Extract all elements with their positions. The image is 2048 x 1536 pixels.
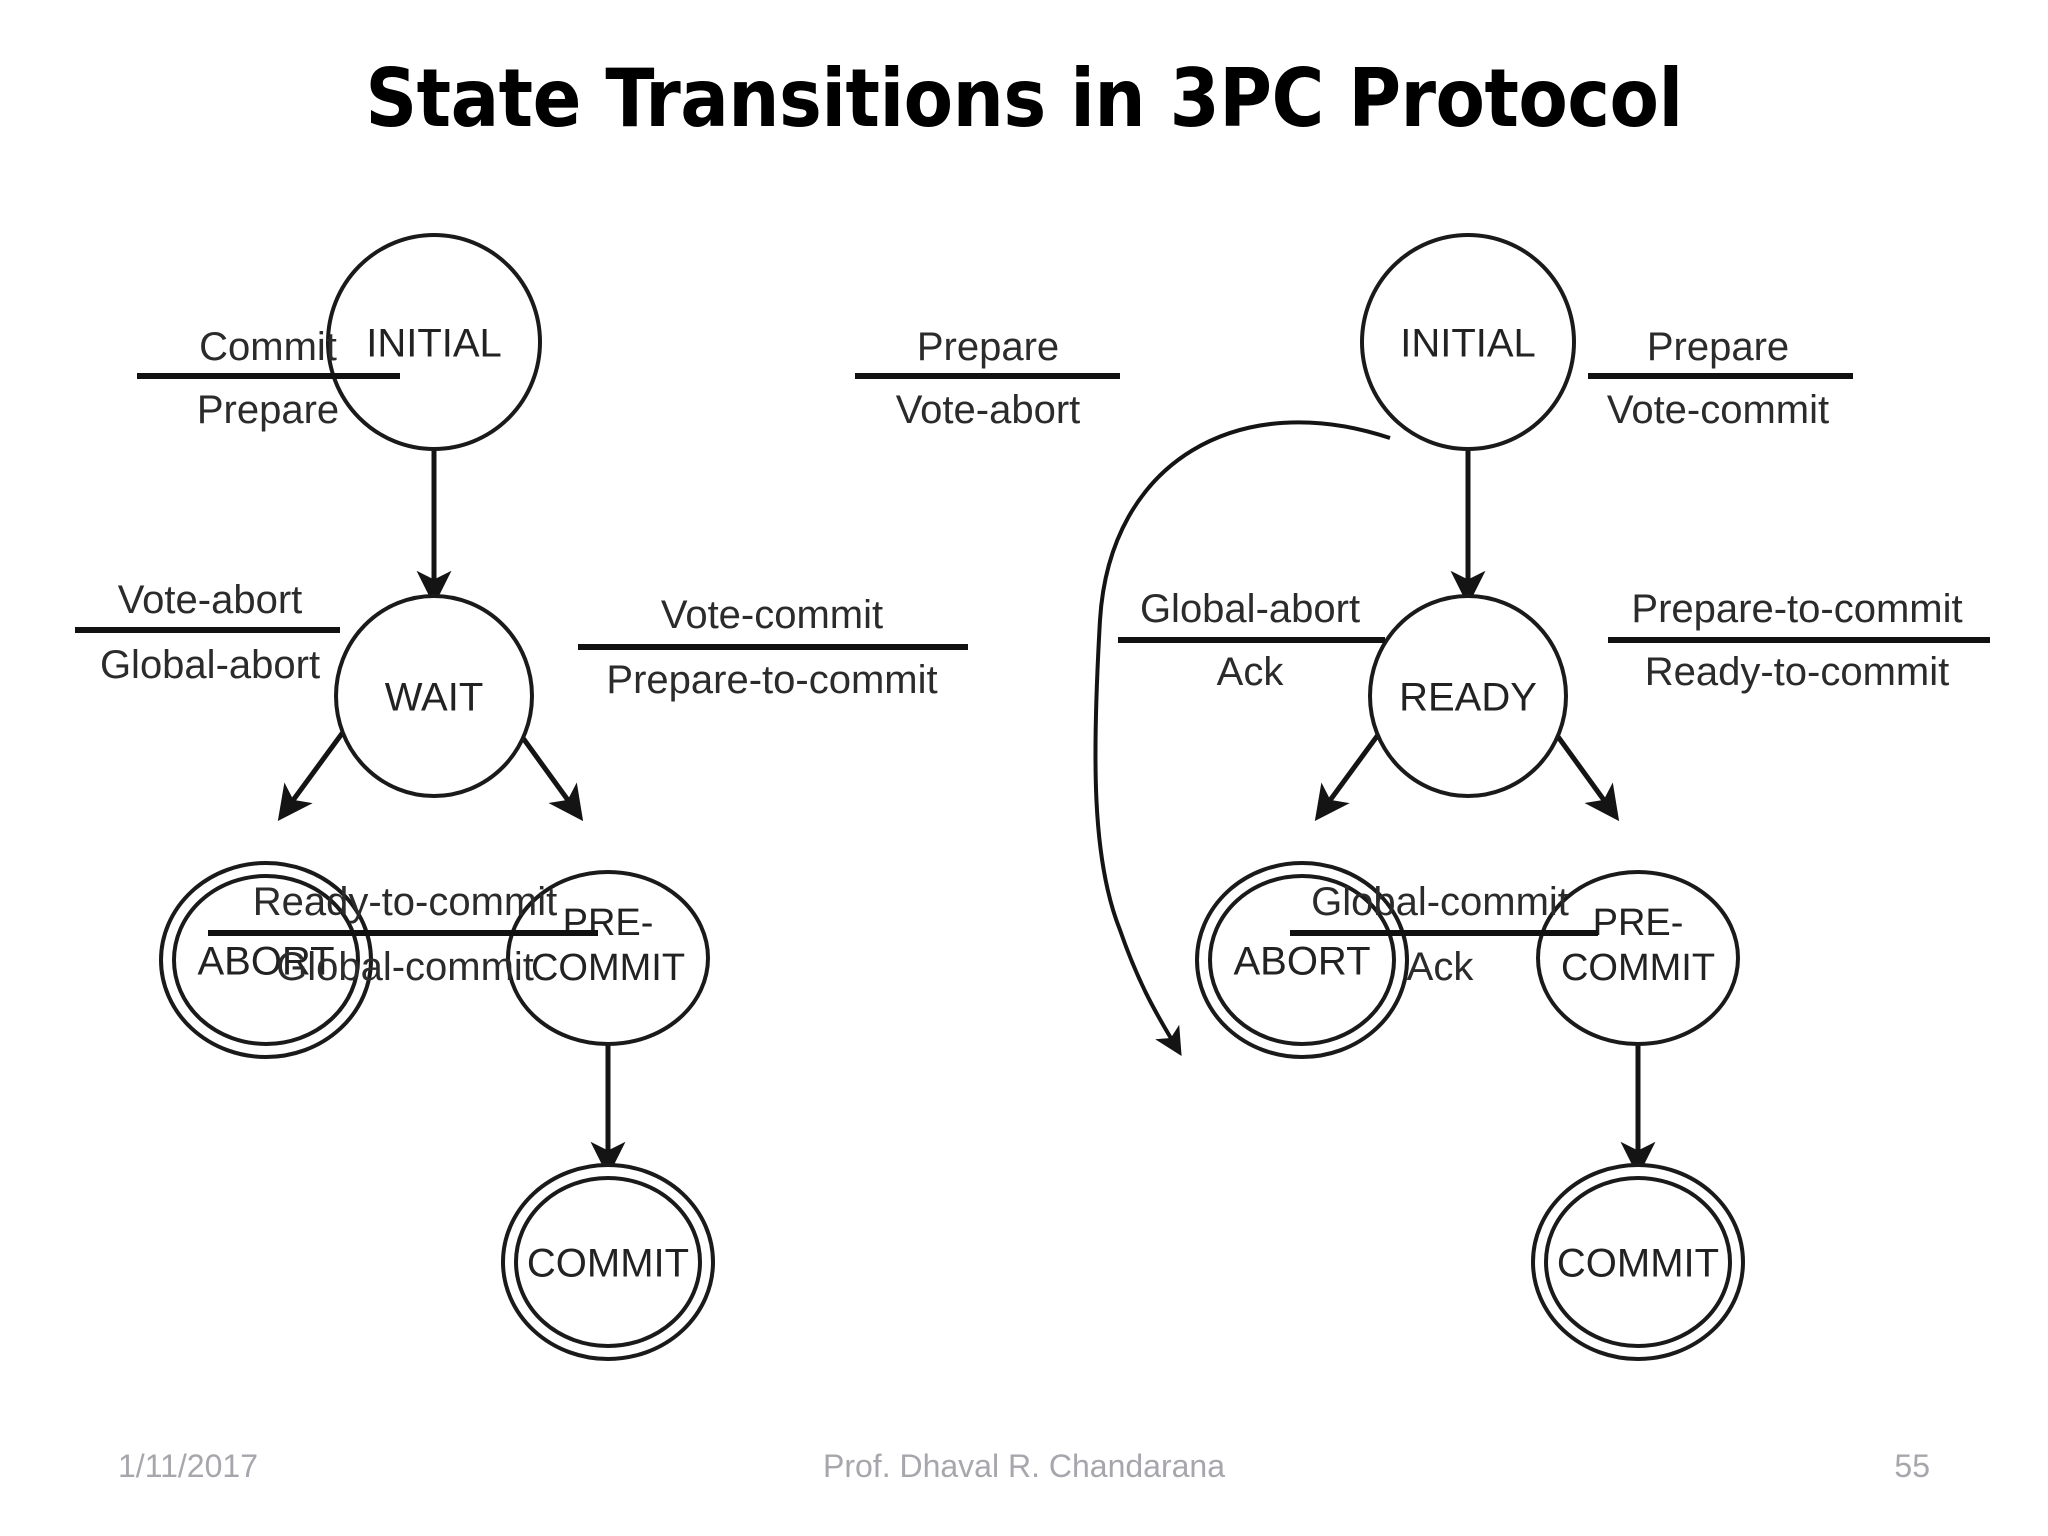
page-title: State Transitions in 3PC Protocol [365, 52, 1683, 145]
edge-label-bottom: Prepare [197, 388, 339, 432]
state-label-abort: ABORT [1233, 940, 1370, 984]
edge-label-globalcommit-ack: Global-commit Ack [1290, 880, 1598, 989]
edge-label-top: Ready-to-commit [253, 880, 558, 924]
state-label-abort: ABORT [197, 940, 334, 984]
footer-date: 1/11/2017 [118, 1448, 258, 1484]
state-label-precommit-line1: PRE- [563, 902, 654, 944]
edge-label-commit-prepare: Commit Prepare [137, 325, 400, 432]
edge-label-bottom: Vote-abort [896, 388, 1081, 432]
edge-label-bottom: Ack [1407, 945, 1475, 989]
state-node-ready[interactable]: READY [1368, 594, 1568, 798]
footer-author: Prof. Dhaval R. Chandarana [823, 1448, 1225, 1484]
edge-label-bottom: Global-commit [276, 945, 534, 989]
footer-page-number: 55 [1894, 1448, 1930, 1484]
edge-label-top: Global-commit [1311, 880, 1569, 924]
edge-label-top: Global-abort [1140, 587, 1360, 631]
state-node-abort-coordinator[interactable]: ABORT [159, 861, 373, 1059]
edge-label-bottom: Ready-to-commit [1645, 650, 1950, 694]
state-node-precommit-coordinator[interactable]: PRE- COMMIT [506, 870, 710, 1046]
edge-label-top: Vote-abort [118, 578, 303, 622]
state-node-abort-participant[interactable]: ABORT [1195, 861, 1409, 1059]
edge-label-bottom: Global-abort [100, 643, 320, 687]
edge-label-voteabort-globalabort: Vote-abort Global-abort [75, 578, 340, 687]
state-node-wait[interactable]: WAIT [334, 594, 534, 798]
edge-label-globalabort-ack: Global-abort Ack [1118, 587, 1385, 694]
slide-footer: 1/11/2017 Prof. Dhaval R. Chandarana 55 [0, 1448, 2048, 1518]
state-node-initial-participant[interactable]: INITIAL [1360, 233, 1576, 451]
state-label-wait: WAIT [385, 676, 484, 720]
state-label-precommit-line2: COMMIT [1561, 947, 1715, 989]
edge-label-preparetocommit-readytocommit: Prepare-to-commit Ready-to-commit [1608, 587, 1990, 694]
edge-label-top: Prepare [1647, 325, 1789, 369]
state-label-precommit-line2: COMMIT [531, 947, 685, 989]
edge-label-votecommit-preparetocommit: Vote-commit Prepare-to-commit [578, 593, 968, 702]
participant-diagram: INITIAL READY ABORT PRE- COMMIT [855, 233, 1990, 1361]
edge-label-prepare-voteabort: Prepare Vote-abort [855, 325, 1120, 432]
state-label-ready: READY [1399, 676, 1537, 720]
state-label-precommit-line1: PRE- [1593, 902, 1684, 944]
state-label-initial: INITIAL [1400, 322, 1536, 366]
state-node-precommit-participant[interactable]: PRE- COMMIT [1536, 870, 1740, 1046]
state-transition-diagram: INITIAL WAIT ABORT PRE- COMMIT [0, 160, 2048, 1450]
state-label-commit: COMMIT [1557, 1242, 1719, 1286]
edge-initial-to-abort-curve [1093, 420, 1391, 1057]
state-node-initial-coordinator[interactable]: INITIAL [326, 233, 542, 451]
edge-label-prepare-votecommit: Prepare Vote-commit [1588, 325, 1853, 432]
edge-label-bottom: Ack [1217, 650, 1285, 694]
edge-label-bottom: Vote-commit [1607, 388, 1829, 432]
edge-label-readytocommit-globalcommit: Ready-to-commit Global-commit [208, 880, 598, 989]
edge-label-top: Commit [199, 325, 337, 369]
edge-label-top: Prepare-to-commit [1631, 587, 1962, 631]
state-node-commit-coordinator[interactable]: COMMIT [501, 1163, 715, 1361]
edge-label-top: Vote-commit [661, 593, 883, 637]
state-label-commit: COMMIT [527, 1242, 689, 1286]
edge-label-top: Prepare [917, 325, 1059, 369]
edge-label-bottom: Prepare-to-commit [606, 658, 937, 702]
coordinator-diagram: INITIAL WAIT ABORT PRE- COMMIT [75, 233, 968, 1361]
state-label-initial: INITIAL [366, 322, 502, 366]
state-node-commit-participant[interactable]: COMMIT [1531, 1163, 1745, 1361]
